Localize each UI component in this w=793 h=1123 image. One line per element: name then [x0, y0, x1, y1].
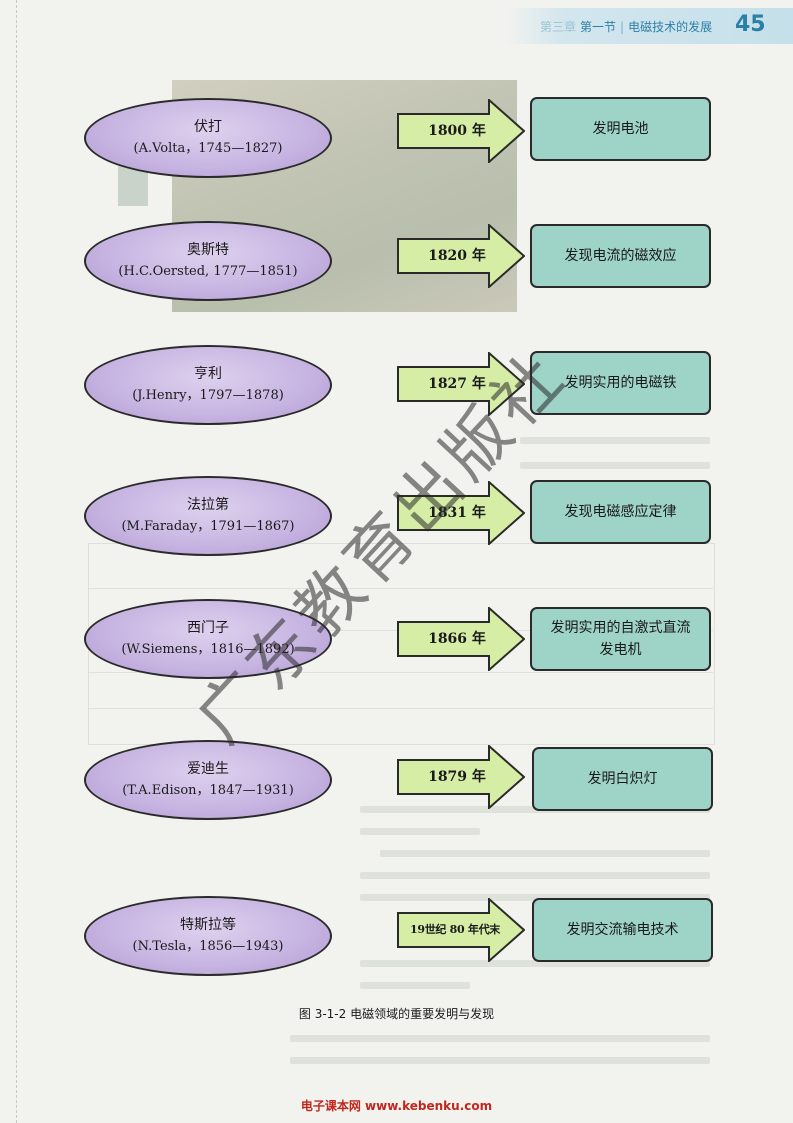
discovery-box: 发现电磁感应定律	[530, 480, 711, 544]
discovery-text: 发明实用的自激式直流发电机	[550, 620, 691, 658]
footer-website: 电子课本网 www.kebenku.com	[300, 1099, 493, 1113]
inventor-ellipse: 爱迪生 (T.A.Edison，1847—1931)	[84, 740, 332, 820]
page-number: 45	[735, 12, 766, 37]
background-text-line	[360, 960, 710, 967]
chapter-label: 第三章	[540, 20, 577, 34]
year-arrow	[397, 607, 525, 671]
header-band	[505, 8, 793, 44]
inventor-name: 爱迪生	[187, 761, 229, 777]
year-label: 1800 年	[428, 123, 486, 139]
inventor-lifespan: (N.Tesla，1856—1943)	[132, 939, 284, 954]
discovery-box: 发明电池	[530, 97, 711, 161]
year-label: 1879 年	[428, 769, 486, 785]
year-arrow	[397, 352, 525, 416]
background-table-rule	[88, 672, 713, 673]
discovery-box: 发明实用的电磁铁	[530, 351, 711, 415]
background-text-line	[520, 437, 710, 444]
discovery-box: 发现电流的磁效应	[530, 224, 711, 288]
discovery-text: 发现电磁感应定律	[564, 504, 677, 520]
discovery-text: 发现电流的磁效应	[564, 248, 677, 264]
year-arrow	[397, 481, 525, 545]
year-arrow	[397, 224, 525, 288]
inventor-ellipse: 亨利 (J.Henry，1797—1878)	[84, 345, 332, 425]
inventor-ellipse: 西门子 (W.Siemens，1816—1892)	[84, 599, 332, 679]
year-arrow	[397, 898, 525, 962]
inventor-lifespan: (M.Faraday，1791—1867)	[121, 519, 295, 534]
background-text-line	[290, 1057, 710, 1064]
year-arrow	[397, 99, 525, 163]
running-header: 第三章第一节|电磁技术的发展	[540, 18, 712, 35]
inventor-ellipse: 奥斯特 (H.C.Oersted, 1777—1851)	[84, 221, 332, 301]
inventor-name: 西门子	[187, 620, 229, 636]
background-table-rule	[88, 588, 713, 589]
header-separator: |	[620, 20, 625, 34]
discovery-text: 发明白炽灯	[587, 771, 658, 787]
background-text-line	[360, 872, 710, 879]
background-text-line	[520, 462, 710, 469]
inventor-lifespan: (H.C.Oersted, 1777—1851)	[118, 264, 298, 279]
discovery-box: 发明交流输电技术	[532, 898, 713, 962]
inventor-lifespan: (T.A.Edison，1847—1931)	[122, 783, 294, 798]
year-label: 19世纪 80 年代末	[410, 923, 500, 936]
discovery-text: 发明实用的电磁铁	[564, 375, 677, 391]
section-label: 第一节	[580, 20, 617, 34]
inventor-name: 法拉第	[187, 497, 229, 513]
background-table-rule	[88, 708, 713, 709]
background-text-line	[290, 1035, 710, 1042]
inventor-lifespan: (J.Henry，1797—1878)	[132, 388, 284, 403]
inventor-name: 亨利	[194, 366, 222, 382]
background-text-line	[380, 850, 710, 857]
discovery-box: 发明实用的自激式直流发电机	[530, 607, 711, 671]
background-text-line	[360, 894, 710, 901]
discovery-text: 发明交流输电技术	[566, 922, 679, 938]
inventor-name: 特斯拉等	[180, 917, 236, 933]
inventor-name: 奥斯特	[187, 242, 229, 258]
inventor-name: 伏打	[194, 119, 222, 135]
background-text-line	[360, 828, 480, 835]
background-text-line	[360, 982, 470, 989]
year-label: 1831 年	[428, 505, 486, 521]
inventor-ellipse: 法拉第 (M.Faraday，1791—1867)	[84, 476, 332, 556]
year-label: 1827 年	[428, 376, 486, 392]
inventor-ellipse: 特斯拉等 (N.Tesla，1856—1943)	[84, 896, 332, 976]
inventor-lifespan: (A.Volta，1745—1827)	[133, 141, 283, 156]
inventor-ellipse: 伏打 (A.Volta，1745—1827)	[84, 98, 332, 178]
figure-caption: 图 3-1-2 电磁领域的重要发明与发现	[298, 1007, 495, 1021]
discovery-text: 发明电池	[592, 121, 649, 137]
year-label: 1820 年	[428, 248, 486, 264]
year-arrow	[397, 745, 525, 809]
discovery-box: 发明白炽灯	[532, 747, 713, 811]
inventor-lifespan: (W.Siemens，1816—1892)	[121, 642, 295, 657]
binding-margin-line	[16, 0, 17, 1123]
year-label: 1866 年	[428, 631, 486, 647]
section-title: 电磁技术的发展	[628, 20, 713, 34]
